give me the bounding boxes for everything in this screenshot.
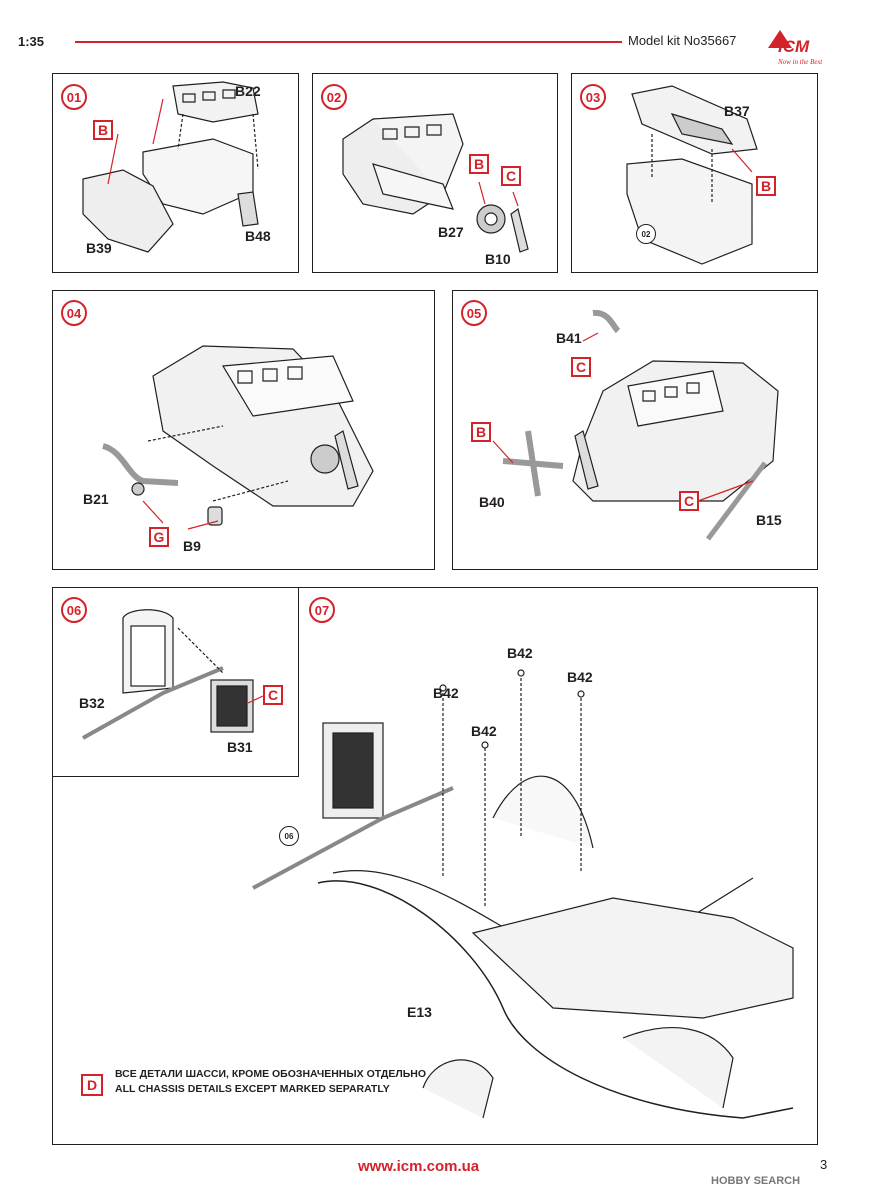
part-label: B31: [227, 739, 253, 755]
step-04-drawing: [101, 345, 374, 530]
step-number: 03: [580, 84, 606, 110]
step-07-drawing: [252, 669, 794, 1119]
header-rule: [75, 41, 622, 43]
step-06-panel: 06 B32 C B31: [52, 587, 299, 777]
part-label: B15: [756, 512, 782, 528]
icm-logo: ICM Now in the Best: [758, 26, 838, 68]
step-number: 04: [61, 300, 87, 326]
svg-text:ICM: ICM: [778, 37, 810, 56]
marker-box: D: [81, 1074, 103, 1096]
step-02-drawing: [342, 113, 529, 253]
step-number: 01: [61, 84, 87, 110]
step-05-panel: 05 B41 C B B40 C B15: [452, 290, 818, 570]
part-label: B41: [556, 330, 582, 346]
watermark: HOBBY SEARCH: [711, 1175, 801, 1187]
step-02-panel: 02 B C B27 B10: [312, 73, 558, 273]
svg-text:Now in the Best: Now in the Best: [777, 58, 823, 66]
step-01-drawing: [82, 81, 259, 253]
marker-box: G: [149, 527, 169, 547]
part-label: B9: [183, 538, 201, 554]
marker-box: C: [501, 166, 521, 186]
step-number: 05: [461, 300, 487, 326]
marker-box: B: [471, 422, 491, 442]
step-number: 02: [321, 84, 347, 110]
marker-box: C: [679, 491, 699, 511]
part-label: B40: [479, 494, 505, 510]
step-number: 07: [309, 597, 335, 623]
step-06-drawing: [82, 609, 264, 740]
part-label: B42: [471, 723, 497, 739]
part-label: E13: [407, 1004, 432, 1020]
kit-number: Model kit No35667: [628, 33, 737, 48]
part-label: B32: [79, 695, 105, 711]
marker-box: C: [571, 357, 591, 377]
scale-label: 1:35: [18, 34, 45, 49]
part-label: B10: [485, 251, 511, 267]
step-ref: 06: [279, 826, 299, 846]
step-ref: 02: [636, 224, 656, 244]
marker-box: B: [469, 154, 489, 174]
step-04-panel: 04 B21 G B9: [52, 290, 435, 570]
step-01-panel: 01 B22 B B39 B48: [52, 73, 299, 273]
step-05-drawing: [492, 309, 779, 541]
step-03-drawing: [626, 85, 758, 265]
part-label: B48: [245, 228, 271, 244]
chassis-note: ВСЕ ДЕТАЛИ ШАССИ, КРОМЕ ОБОЗНАЧЕННЫХ ОТД…: [115, 1067, 426, 1097]
part-label: B39: [86, 240, 112, 256]
step-number: 06: [61, 597, 87, 623]
part-label: B42: [507, 645, 533, 661]
part-label: B42: [433, 685, 459, 701]
note-ru: ВСЕ ДЕТАЛИ ШАССИ, КРОМЕ ОБОЗНАЧЕННЫХ ОТД…: [115, 1068, 427, 1080]
marker-box: C: [263, 685, 283, 705]
part-label: B27: [438, 224, 464, 240]
part-label: B42: [567, 669, 593, 685]
website-link[interactable]: www.icm.com.ua: [358, 1158, 480, 1175]
part-label: B22: [235, 83, 261, 99]
part-label: B37: [724, 103, 750, 119]
note-en: ALL CHASSIS DETAILS EXCEPT MARKED SEPARA…: [115, 1083, 390, 1095]
page-number: 3: [820, 1157, 828, 1172]
marker-box: B: [756, 176, 776, 196]
part-label: B21: [83, 491, 109, 507]
step-03-panel: 03 B37 B 02: [571, 73, 818, 273]
marker-box: B: [93, 120, 113, 140]
